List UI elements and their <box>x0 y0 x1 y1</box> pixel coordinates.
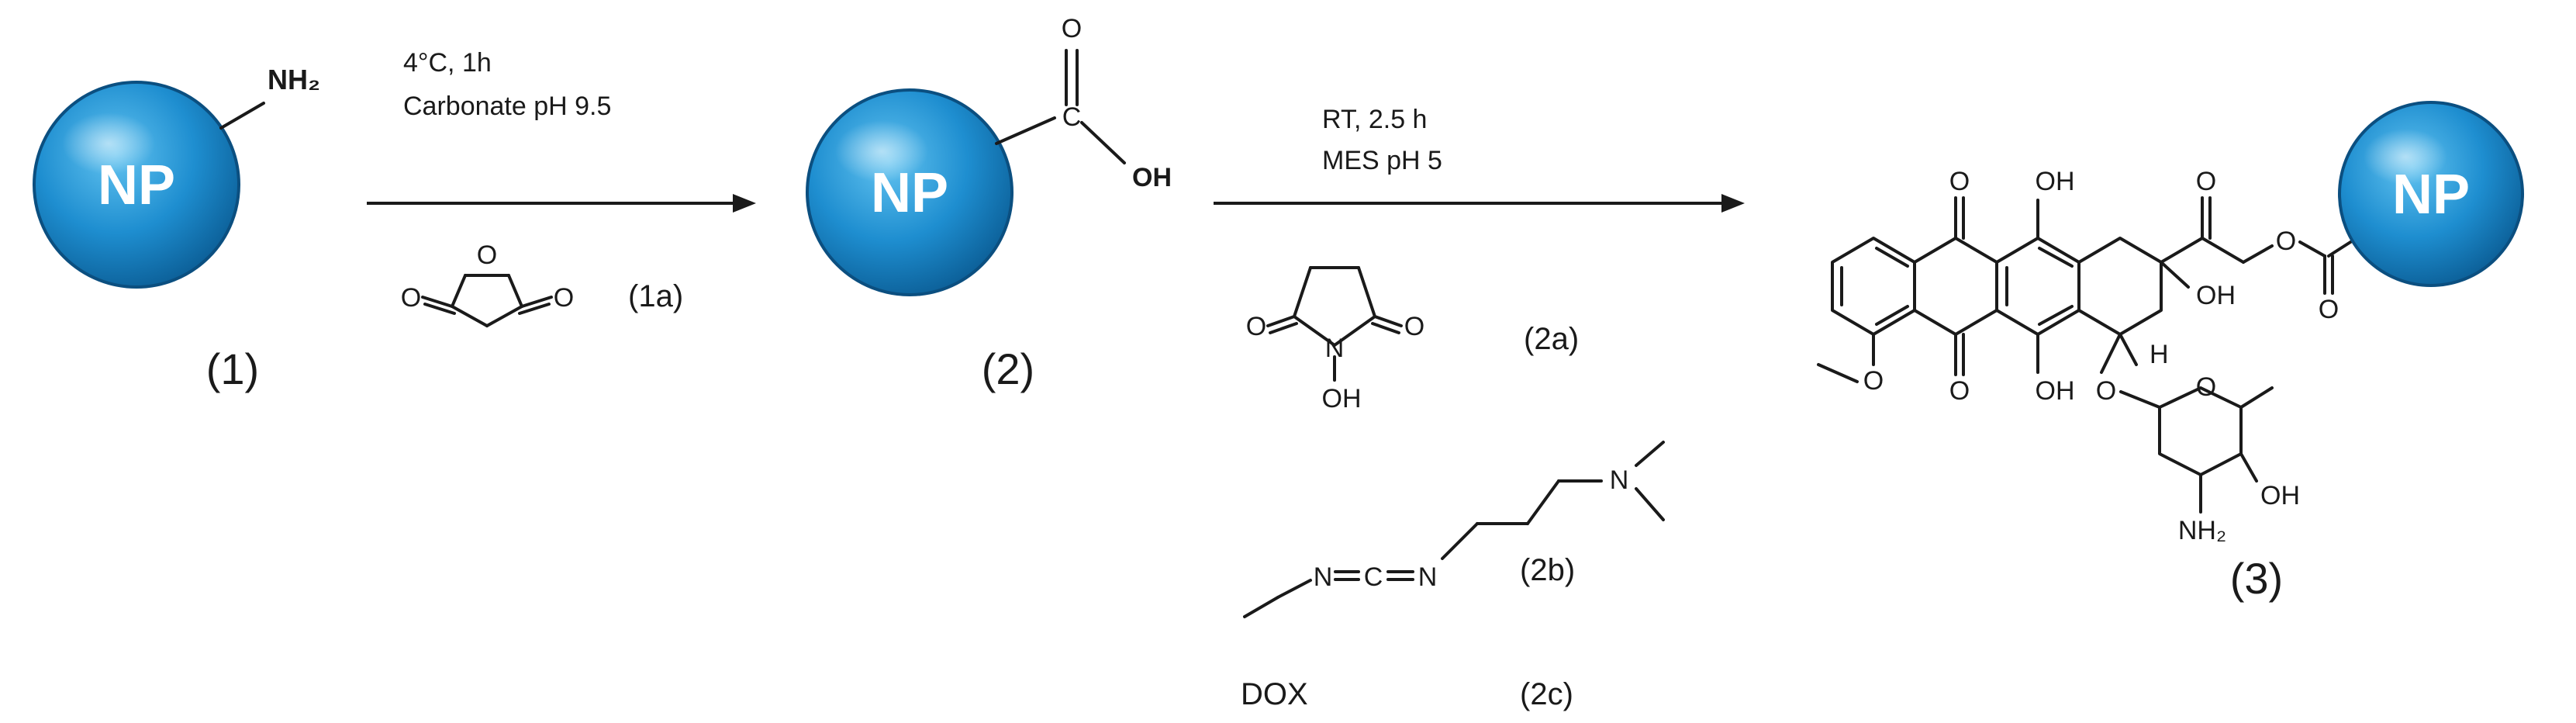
label-compound-2: (2) <box>982 344 1034 393</box>
label-compound-3: (3) <box>2230 554 2283 603</box>
edc-n3: N <box>1610 465 1629 495</box>
reagent-2a: (2a) <box>1524 322 1579 356</box>
step1-condition-buffer: Carbonate pH 9.5 <box>403 92 611 121</box>
anhydride-o-left: O <box>401 283 421 313</box>
carboxyl-oh: OH <box>1132 163 1172 192</box>
arrow-step-1 <box>367 194 756 213</box>
reagent-1a: (1a) <box>628 279 683 313</box>
daunosamine-sugar: O OH NH₂ <box>2119 372 2300 545</box>
ring-b: O O <box>1913 167 1998 406</box>
ketone-o: O <box>2196 167 2216 196</box>
nhs-n: N <box>1325 334 1345 363</box>
ring-c: OH OH <box>1995 167 2080 406</box>
dox-label: DOX <box>1241 677 1308 711</box>
nanoparticle-1: NP <box>33 81 240 289</box>
carboxyl-c: C <box>1062 102 1082 132</box>
arrow-step-2 <box>1214 194 1745 213</box>
nhs-o-right: O <box>1404 312 1424 341</box>
sugar-ring-o: O <box>2196 372 2216 402</box>
glycoside-o: O <box>2096 376 2116 406</box>
compound-3: O O OH OH H O O OH O <box>1817 101 2524 603</box>
methoxy-o: O <box>1863 366 1884 396</box>
np-label-1: NP <box>98 154 175 216</box>
carboxyl-o: O <box>1062 14 1082 43</box>
nanoparticle-3: NP <box>2338 101 2524 287</box>
np-label-3: NP <box>2392 164 2470 226</box>
quinone-o-bottom: O <box>1949 376 1970 406</box>
step2-condition-buffer: MES pH 5 <box>1322 146 1442 175</box>
nhs-reagent: O O N OH <box>1246 266 1424 413</box>
ring-d-h: H <box>2150 340 2169 369</box>
amine-group: NH₂ <box>268 64 320 95</box>
succinic-anhydride: O O O <box>401 240 574 327</box>
step1-condition-temp: 4°C, 1h <box>403 48 492 78</box>
nhs-o-left: O <box>1246 312 1266 341</box>
edc-reagent: N C N N <box>1243 441 1665 618</box>
anhydride-o-right: O <box>554 283 574 313</box>
reagent-2c: (2c) <box>1520 677 1573 711</box>
np-label-2: NP <box>871 162 948 224</box>
anhydride-o-ring: O <box>477 240 497 270</box>
reagent-2b: (2b) <box>1520 553 1575 587</box>
ester-o: O <box>2276 227 2296 256</box>
edc-n1: N <box>1314 562 1333 592</box>
ester-carbonyl-o: O <box>2319 295 2339 324</box>
quinone-o-top: O <box>1949 167 1970 196</box>
c9-oh: OH <box>2196 281 2236 310</box>
phenol-oh-top: OH <box>2036 167 2075 196</box>
compound-2: NP O C OH (2) <box>806 14 1172 393</box>
step2-condition-temp: RT, 2.5 h <box>1322 105 1427 134</box>
label-compound-1: (1) <box>206 344 259 393</box>
compound-1: NP NH₂ (1) <box>33 64 320 393</box>
ring-d: H O <box>2077 237 2169 406</box>
sugar-nh2: NH₂ <box>2178 516 2226 545</box>
edc-c: C <box>1364 562 1383 592</box>
ring-a <box>1831 237 1916 336</box>
edc-n2: N <box>1418 562 1438 592</box>
phenol-oh-bottom: OH <box>2036 376 2075 406</box>
nhs-oh: OH <box>1322 384 1362 413</box>
sugar-oh: OH <box>2260 481 2300 510</box>
nanoparticle-2: NP <box>806 88 1013 296</box>
